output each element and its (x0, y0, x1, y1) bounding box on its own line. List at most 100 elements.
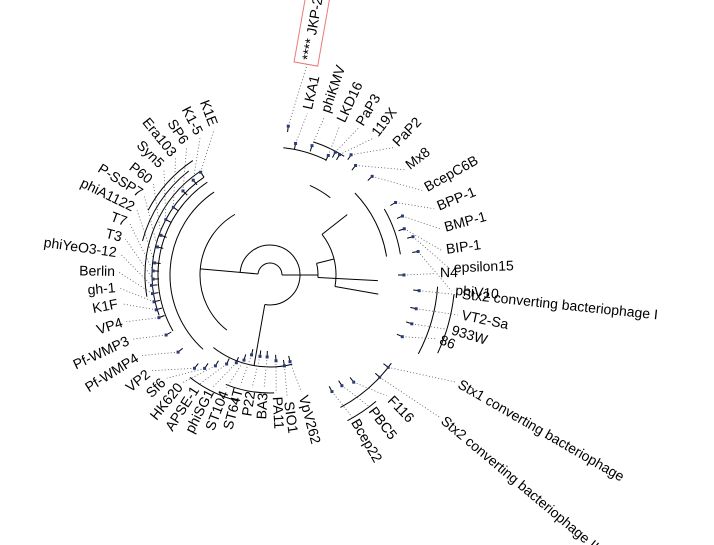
leader-gh-1 (119, 287, 155, 303)
leaf-label-phiV10: phiV10 (455, 282, 500, 302)
leaf-labels: **** JKP-2 ****LKA1phiKMVLKD16PaP3119XPa… (43, 0, 659, 545)
leader-LKD16 (327, 125, 341, 156)
tip-marker-86 (400, 335, 404, 339)
tip-marker-phiSG1 (234, 361, 238, 365)
leader-BMP-1 (402, 215, 442, 230)
tip-marker-K1-5 (191, 178, 195, 182)
clade-arc-3 (354, 192, 388, 257)
leader-stx2-I (419, 290, 459, 296)
clade-arc-14 (157, 181, 208, 332)
branch-stx-group (334, 285, 379, 295)
tip-marker-933W (410, 322, 414, 326)
arc-left (239, 244, 301, 306)
leader-K1-5 (192, 137, 201, 181)
tip-marker-P22 (258, 354, 262, 358)
leader-119X (339, 138, 374, 155)
tip-marker-VpV262 (288, 360, 292, 364)
tip-marker-Berlin (150, 292, 154, 296)
branch-pap-group (321, 214, 348, 235)
leader-VP2 (151, 367, 195, 372)
leader-Bcep22 (331, 391, 353, 418)
root-arc (257, 262, 283, 276)
leaf-label-LKA1: LKA1 (299, 74, 322, 111)
leader-LKA1 (295, 113, 308, 144)
leaf-label-N4: N4 (440, 264, 458, 280)
tip-marker-BIP-1 (402, 227, 406, 231)
tip-marker-Sf6 (203, 366, 207, 370)
leaf-label-BA3: BA3 (253, 392, 270, 419)
leader-K1F (121, 303, 157, 311)
tip-marker-JKP-2 (286, 124, 290, 128)
clade-arc-15 (151, 176, 205, 316)
tip-marker-Pf-WMP3 (164, 333, 168, 337)
tip-marker-PBC5 (340, 384, 344, 388)
leaf-label-Berlin: Berlin (79, 262, 115, 279)
clade-arc-18 (147, 160, 194, 211)
tip-marker-stx2-II (378, 375, 382, 379)
leaf-leader-lines (118, 64, 459, 418)
leader-ST64T (240, 354, 252, 386)
leaf-label-SIO1: SIO1 (281, 400, 301, 434)
leader-ST104 (226, 359, 245, 389)
clade-arc-4 (383, 208, 401, 255)
leader-Syn5 (163, 168, 167, 220)
leader-BA3 (263, 356, 268, 389)
leader-P22 (251, 356, 261, 388)
leader-VpV262 (289, 361, 302, 393)
tip-marker-VT2-Sa (414, 307, 418, 311)
tip-marker-PA11 (274, 359, 278, 363)
tip-marker-HK620 (213, 364, 217, 368)
branch-left (240, 271, 259, 275)
highlight-box (293, 0, 336, 67)
leader-phiKMV (311, 115, 326, 146)
tip-marker-BMP-1 (400, 214, 404, 218)
tip-marker-phiKMV (310, 144, 314, 148)
leader-BPP-1 (395, 202, 435, 210)
leaf-tip-markers (149, 124, 421, 394)
leaf-label-T3: T3 (104, 225, 124, 245)
leader-PBC5 (341, 385, 369, 407)
leader-VT2-Sa (416, 308, 458, 316)
leaf-label-K1F: K1F (91, 295, 119, 316)
clade-arc-5 (417, 286, 439, 355)
tip-marker-K1F (154, 308, 158, 312)
tip-marker-BA3 (265, 355, 269, 359)
tip-marker-T7 (151, 269, 155, 273)
tip-marker-stx1 (386, 365, 390, 369)
leader-phiYeO3-12 (120, 253, 152, 286)
leader-phiV10 (417, 251, 452, 292)
tip-marker-phiYeO3-12 (149, 283, 153, 287)
leader-Mx8 (355, 165, 405, 171)
clade-arc-11 (189, 377, 239, 402)
tip-marker-PaP2 (349, 153, 353, 157)
leaf-label-86: 86 (438, 332, 458, 353)
tip-marker-P60 (159, 233, 163, 237)
tree-branches (142, 126, 455, 422)
leader-N4 (403, 273, 437, 276)
branch-upper-right (316, 258, 335, 264)
tip-marker-epsilon15 (411, 235, 415, 239)
tip-marker-VP4 (157, 316, 161, 320)
tip-marker-LKA1 (294, 141, 298, 145)
leaf-label-epsilon15: epsilon15 (454, 257, 515, 275)
leader-phiSG1 (212, 362, 237, 388)
tip-marker-Era103 (171, 205, 175, 209)
tip-marker-APSE-1 (225, 362, 229, 366)
leaf-label-stx1: Stx1 converting bacteriophage (455, 376, 627, 485)
leader-K1E (200, 129, 215, 173)
leader-APSE-1 (198, 363, 227, 386)
leader-Berlin (118, 272, 153, 294)
leaf-label-Mx8: Mx8 (402, 144, 433, 173)
tip-marker-SP6 (181, 189, 185, 193)
clade-arc-0 (283, 147, 327, 161)
tip-marker-SIO1 (282, 364, 286, 368)
leaf-label-stx2-II: Stx2 converting bacteriophage II (438, 413, 602, 545)
tip-marker-VP2 (192, 366, 196, 370)
clade-arc-n4-group (316, 263, 319, 278)
leader-SP6 (182, 146, 188, 191)
tip-marker-BPP-1 (394, 201, 398, 204)
tip-marker-N4 (402, 273, 406, 277)
tip-marker-phiA1122 (153, 261, 157, 265)
